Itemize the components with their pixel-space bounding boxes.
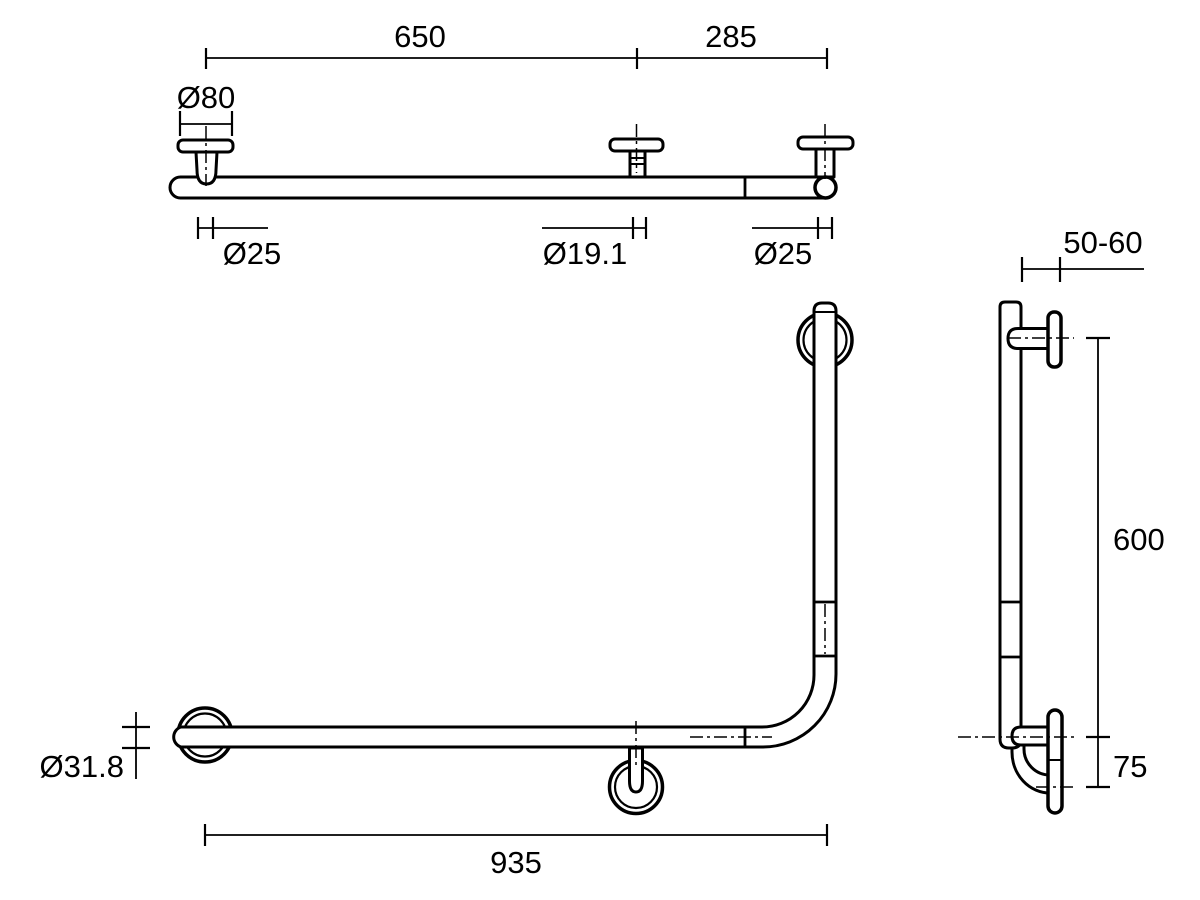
dim-vertical: 600 75 [1086, 336, 1165, 789]
dim-label-50-60: 50-60 [1063, 225, 1142, 260]
side-top-flange-plate [1046, 310, 1063, 369]
dim-flange-dia: Ø80 [177, 80, 236, 136]
front-rail-tube [172, 301, 838, 749]
top-rail-tube [168, 175, 836, 200]
dim-label-d19: Ø19.1 [543, 236, 627, 271]
front-view: Ø31.8 935 [40, 301, 854, 880]
dim-label-d80: Ø80 [177, 80, 236, 115]
dim-middle-post-dia: Ø19.1 [542, 217, 648, 271]
dim-right-post-dia: Ø25 [752, 217, 834, 271]
side-view: 50-60 600 75 [958, 225, 1165, 815]
dim-label-d31-8: Ø31.8 [40, 749, 124, 784]
dim-left-post-dia: Ø25 [196, 217, 282, 271]
side-rail-wall-stub [1010, 725, 1052, 747]
side-rail-tube [998, 300, 1023, 750]
top-view: 650 285 Ø80 Ø25 Ø19.1 [168, 19, 855, 271]
dim-overall-length: 935 [203, 824, 829, 880]
dim-label-d25-left: Ø25 [223, 236, 282, 271]
front-middle-post [628, 746, 644, 794]
dim-tube-dia: Ø31.8 [40, 712, 150, 784]
dim-label-650: 650 [394, 19, 446, 54]
top-vertical-tube-section [813, 175, 838, 200]
dim-span: 650 285 [204, 19, 829, 69]
side-lower-bracket [1010, 742, 1052, 795]
dim-wall-clearance: 50-60 [1020, 225, 1144, 282]
dim-label-285: 285 [705, 19, 757, 54]
dim-label-75: 75 [1113, 749, 1147, 784]
side-bottom-flange-plate [1046, 708, 1064, 815]
dim-label-d25-right: Ø25 [754, 236, 813, 271]
dim-label-600: 600 [1113, 522, 1165, 557]
dim-label-935: 935 [490, 845, 542, 880]
